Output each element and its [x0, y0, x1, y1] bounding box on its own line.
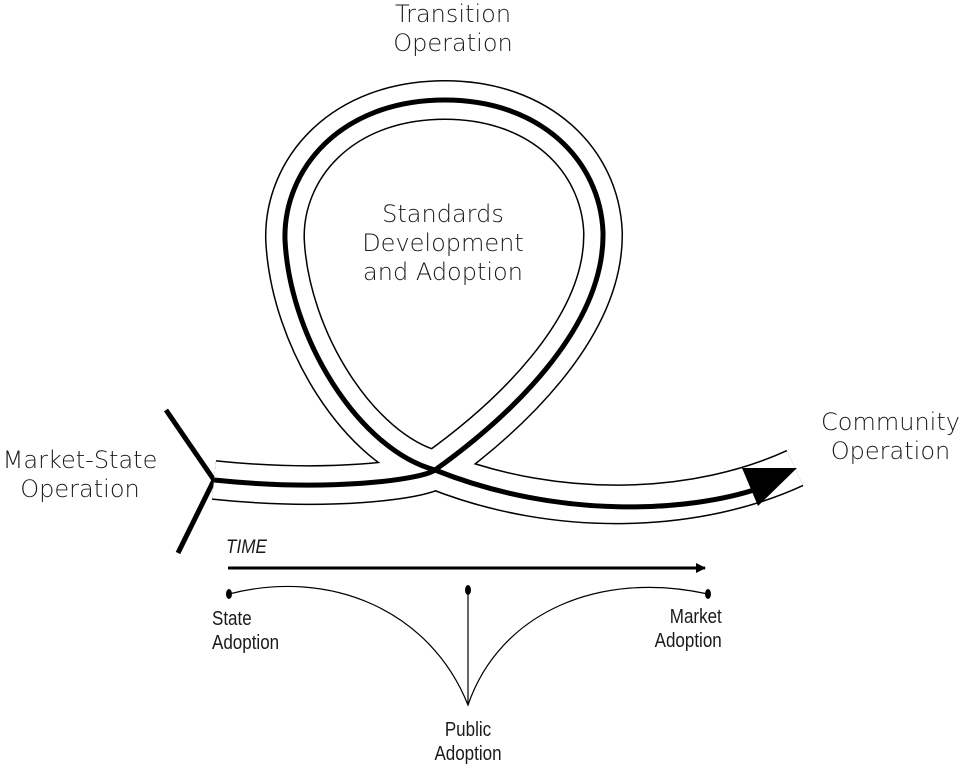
transition-operation-label: Transition Operation [393, 0, 513, 57]
market-state-branch [163, 408, 217, 555]
loop-ribbon-inner [212, 81, 803, 523]
loop-path-line [213, 97, 761, 510]
time-label: TIME [226, 537, 267, 558]
loop-path-arrowhead [742, 468, 797, 506]
standards-development-label: Standards Development and Adoption [362, 200, 524, 286]
community-operation-label: Community Operation [821, 408, 960, 465]
market-state-operation-label: Market-State Operation [2, 446, 158, 503]
public-adoption-label: Public Adoption [434, 719, 502, 765]
market-adoption-marker [705, 589, 711, 599]
public-adoption-marker [465, 585, 471, 595]
market-adoption-label: Market Adoption [654, 606, 722, 652]
state-adoption-marker [226, 589, 232, 599]
state-adoption-label: State Adoption [212, 608, 280, 654]
